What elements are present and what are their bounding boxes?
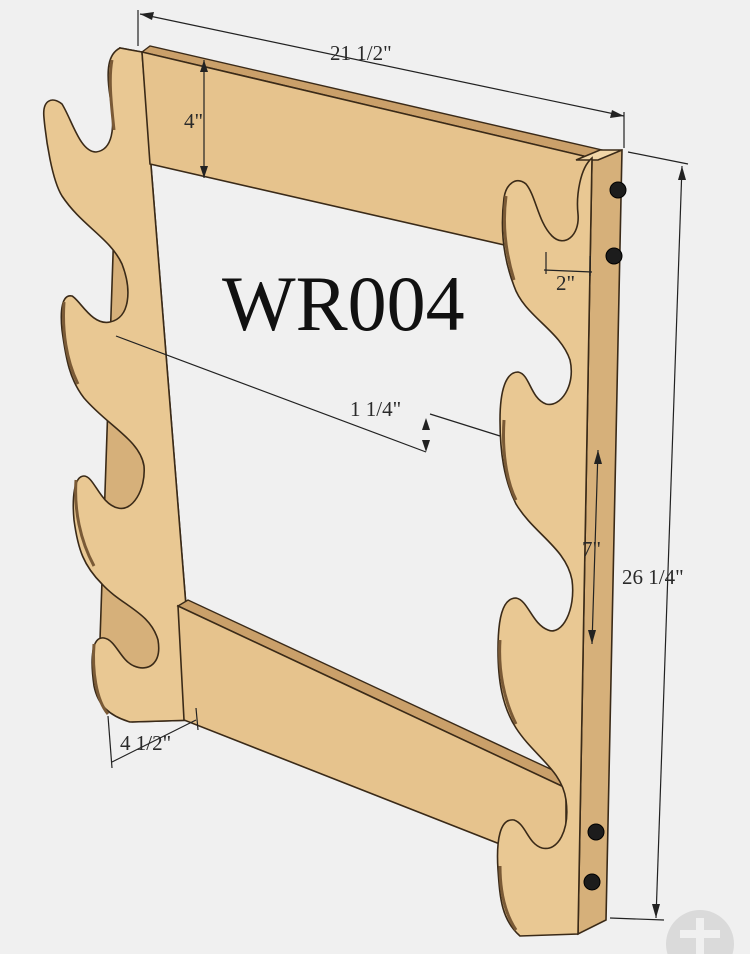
hook-opening-dimension-label: 2" [556,271,575,295]
bolt-bottom-1 [587,823,605,841]
right-upright [496,148,627,937]
bolt-top-1 [609,181,627,199]
rail-height-dimension-label: 4" [184,109,203,133]
total-height-dimension-label: 26 1/4" [622,565,684,589]
watermark-logo [666,910,734,954]
hook-depth-dimension-label: 1 1/4" [350,397,401,421]
width-dimension-label: 21 1/2" [330,41,392,65]
left-upright [42,47,197,723]
bolt-top-2 [605,247,623,265]
bolt-bottom-2 [583,873,601,891]
upright-width-dimension-label: 4 1/2" [120,731,171,755]
dimension-lines [107,10,689,921]
model-title: WR004 [222,260,465,347]
hook-spacing-dimension-label: 7" [582,537,601,561]
